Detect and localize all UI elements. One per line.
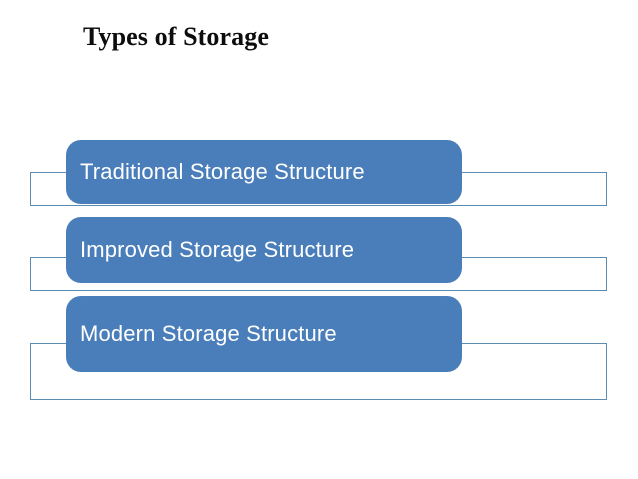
storage-type-item-1[interactable]: Traditional Storage Structure bbox=[66, 140, 462, 204]
storage-type-item-3[interactable]: Modern Storage Structure bbox=[66, 296, 462, 372]
storage-type-label-2: Improved Storage Structure bbox=[80, 237, 355, 262]
page-title: Types of Storage bbox=[83, 22, 269, 51]
storage-type-label-3: Modern Storage Structure bbox=[80, 321, 337, 346]
storage-type-label-1: Traditional Storage Structure bbox=[80, 159, 365, 184]
storage-type-item-2[interactable]: Improved Storage Structure bbox=[66, 217, 462, 283]
